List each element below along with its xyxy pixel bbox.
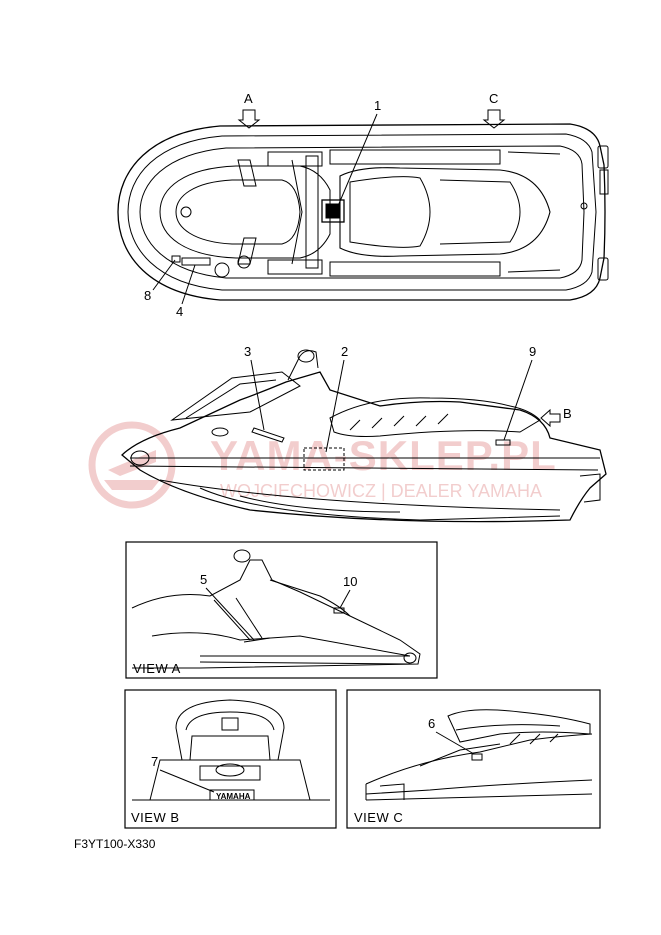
callout-6: 6 (428, 716, 435, 731)
callout-2: 2 (341, 344, 348, 359)
decal-6 (471, 753, 483, 761)
side-view-watercraft (121, 349, 607, 523)
callout-4: 4 (176, 304, 183, 319)
figure-code: F3YT100-X330 (74, 837, 156, 851)
view-arrow-b (540, 408, 561, 428)
callout-5: 5 (200, 572, 207, 587)
view-c-panel (346, 689, 601, 829)
callout-7: 7 (151, 754, 158, 769)
view-arrow-c (482, 109, 506, 129)
arrow-b-label: B (563, 406, 572, 421)
view-a-panel (125, 541, 438, 679)
arrow-a-label: A (244, 91, 253, 106)
arrow-c-label: C (489, 91, 498, 106)
watermark (88, 421, 176, 509)
callout-9: 9 (529, 344, 536, 359)
decal-10 (333, 607, 345, 614)
decal-4 (181, 257, 211, 266)
view-a-label: VIEW A (133, 661, 181, 676)
decal-8 (171, 255, 181, 263)
callout-1: 1 (374, 98, 381, 113)
decal-9 (495, 439, 511, 446)
decal-7-text: YAMAHA (216, 792, 251, 801)
callout-10: 10 (343, 574, 357, 589)
view-arrow-a (237, 109, 261, 129)
decal-3 (251, 427, 285, 443)
decal-7 (209, 789, 255, 801)
view-b-panel (124, 689, 337, 829)
view-b-label: VIEW B (131, 810, 180, 825)
callout-3: 3 (244, 344, 251, 359)
watermark-line2: WOJCIECHOWICZ | DEALER YAMAHA (220, 481, 542, 501)
view-c-label: VIEW C (354, 810, 403, 825)
decal-5 (243, 637, 271, 643)
callout-8: 8 (144, 288, 151, 303)
top-view-watercraft (117, 123, 609, 301)
